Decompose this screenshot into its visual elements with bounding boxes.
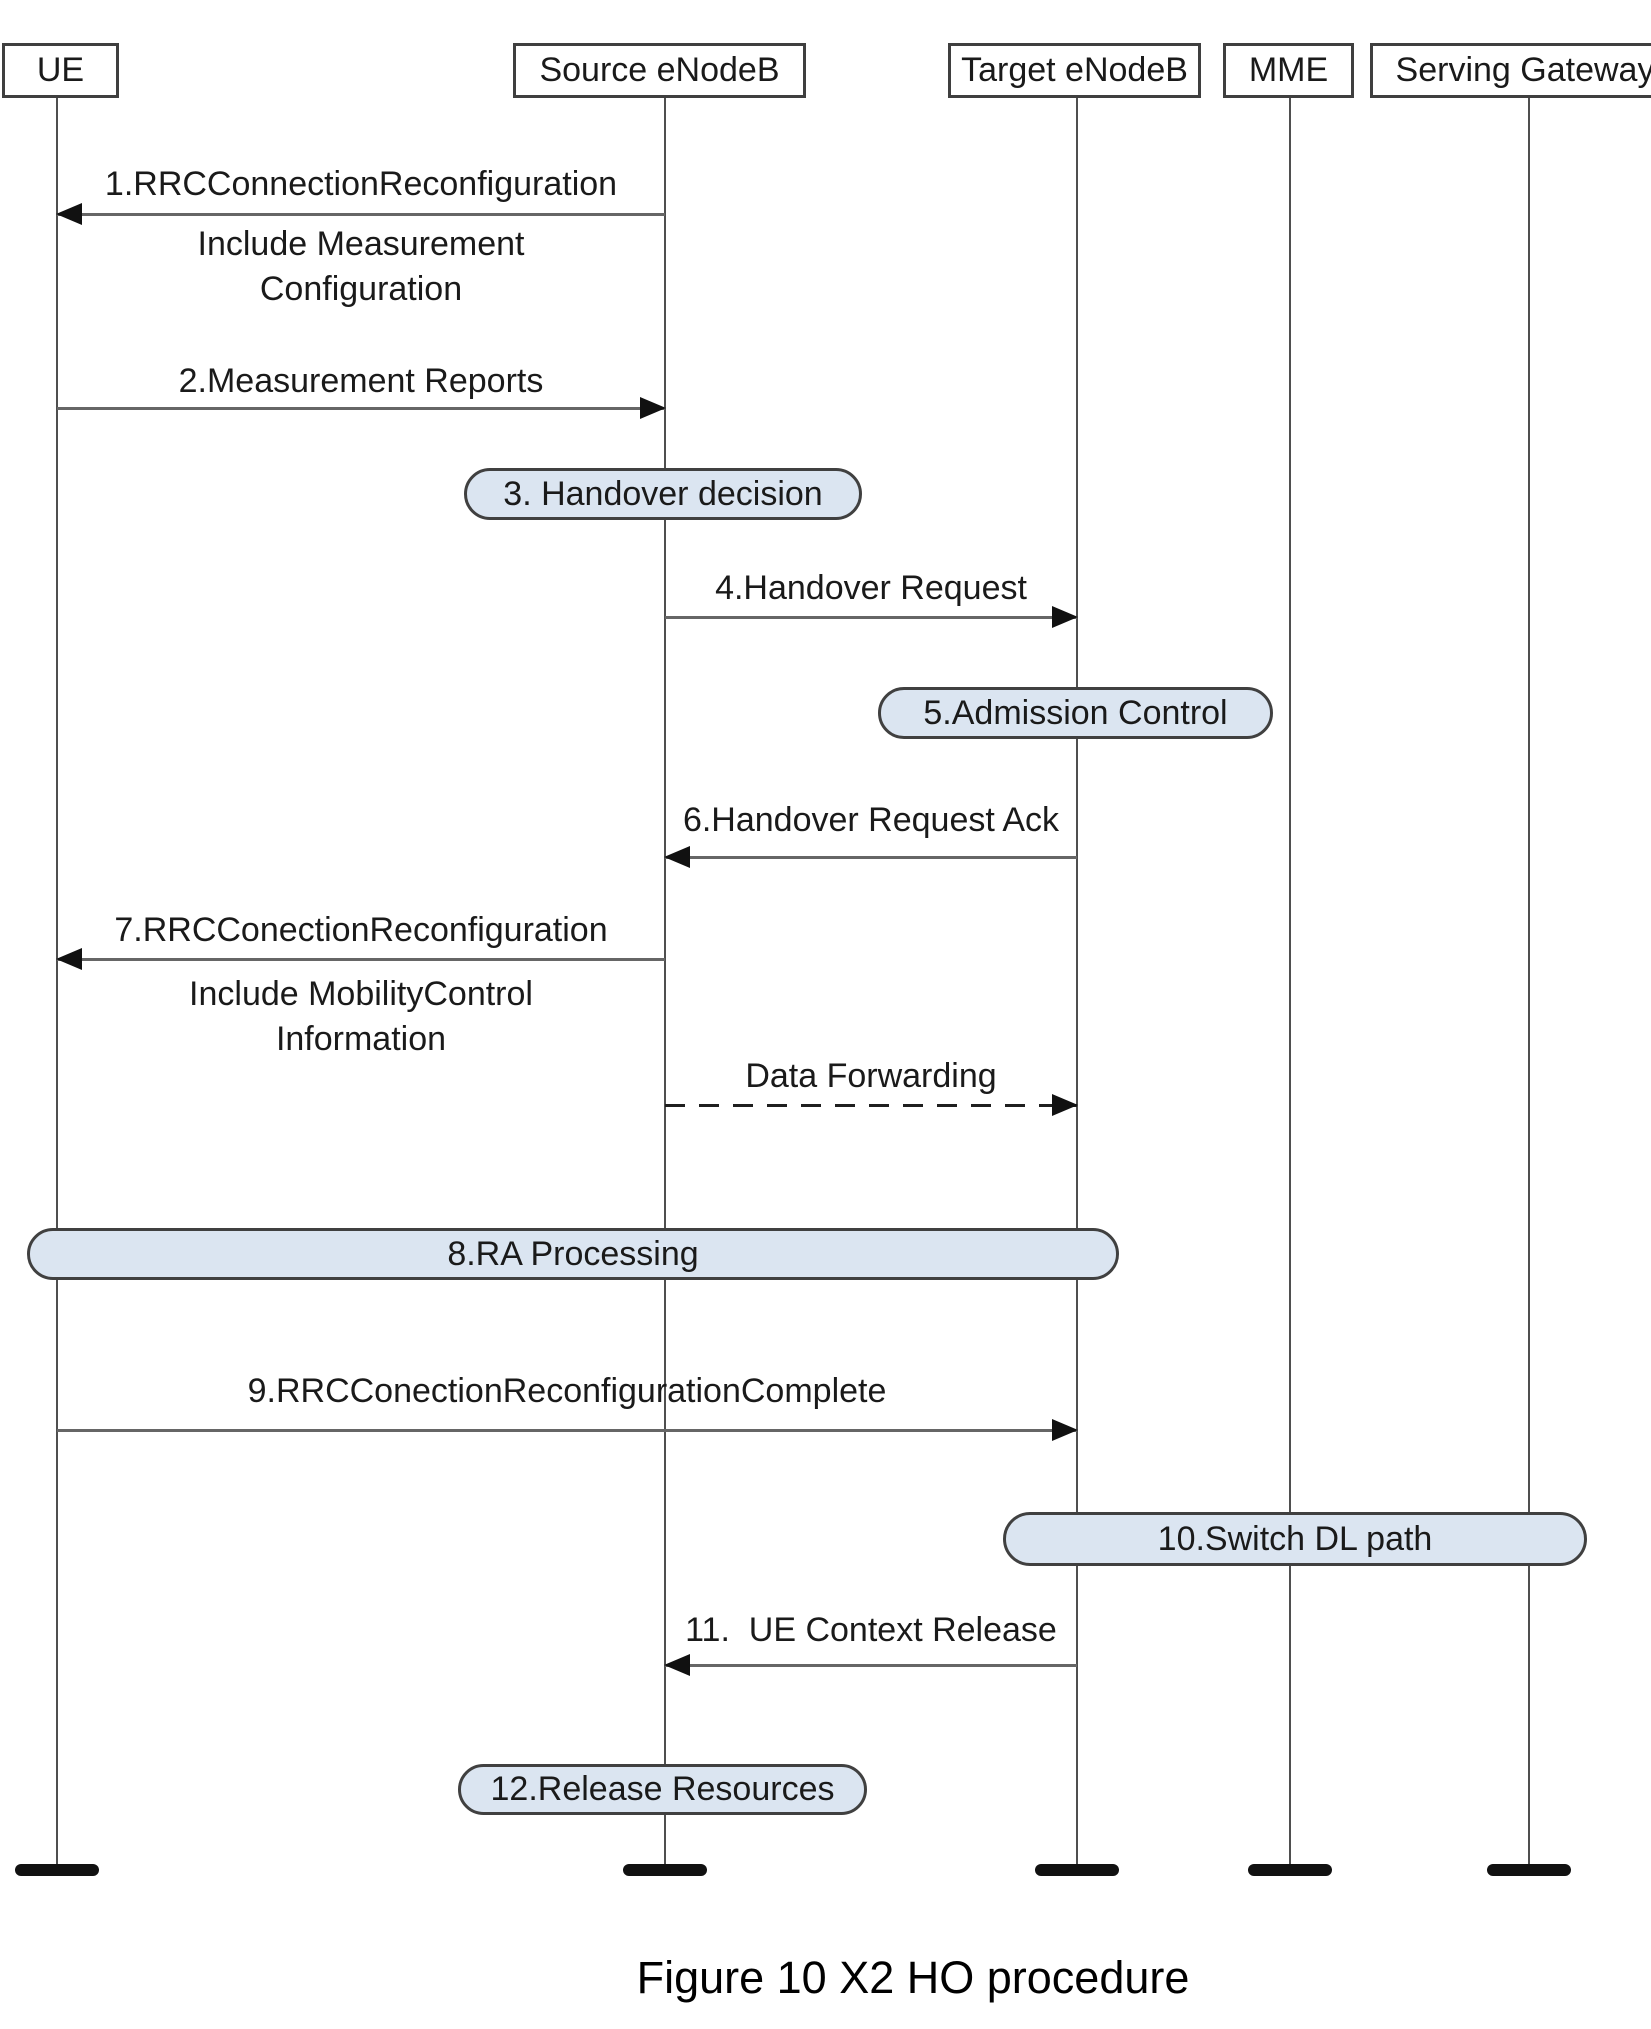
target-enodeb-lifeline (1076, 96, 1078, 1871)
message-arrow-6 (664, 846, 1077, 868)
message-arrow-7 (56, 948, 665, 970)
message-label-4: 4.Handover Request (715, 569, 1027, 607)
message-line (57, 407, 665, 410)
message-line (57, 213, 665, 216)
message-label-6: 6.Handover Request Ack (682, 801, 1060, 839)
arrowhead-right-icon (1052, 1094, 1078, 1116)
action-pill-switch-dl-path: 10.Switch DL path (1003, 1512, 1587, 1566)
message-label-1: 1.RRCConnectionReconfiguration (104, 165, 618, 203)
mme-lifeline (1289, 96, 1291, 1871)
message-note-1: Include Measurement Configuration (197, 225, 525, 308)
serving-gateway-end-bar (1487, 1864, 1571, 1876)
actor-box-source-enodeb: Source eNodeB (513, 43, 806, 98)
figure-caption: Figure 10 X2 HO procedure (636, 1952, 1190, 2003)
message-line (57, 958, 665, 961)
source-enodeb-end-bar (623, 1864, 707, 1876)
message-arrow-4 (665, 606, 1078, 628)
actor-box-target-enodeb: Target eNodeB (948, 43, 1201, 98)
message-label-2: 2.Measurement Reports (178, 362, 544, 400)
message-label-9: 9.RRCConectionReconfigurationComplete (247, 1372, 887, 1410)
serving-gateway-lifeline (1528, 96, 1530, 1871)
message-label-data-forwarding: Data Forwarding (745, 1057, 997, 1095)
message-label-11: 11. UE Context Release (685, 1611, 1057, 1649)
message-line (665, 856, 1077, 859)
ue-lifeline (56, 96, 58, 1871)
action-pill-ra-processing: 8.RA Processing (27, 1228, 1119, 1280)
arrowhead-right-icon (1052, 606, 1078, 628)
action-pill-handover-decision: 3. Handover decision (464, 468, 862, 520)
message-line (57, 1429, 1077, 1432)
arrowhead-left-icon (56, 203, 82, 225)
ue-end-bar (15, 1864, 99, 1876)
action-pill-release-resources: 12.Release Resources (458, 1764, 867, 1815)
arrowhead-left-icon (664, 1654, 690, 1676)
mme-end-bar (1248, 1864, 1332, 1876)
message-arrow-9 (57, 1419, 1078, 1441)
actor-box-serving-gateway: Serving Gateway (1370, 43, 1651, 98)
arrowhead-right-icon (1052, 1419, 1078, 1441)
message-arrow-2 (57, 397, 666, 419)
message-arrow-1 (56, 203, 665, 225)
message-label-7: 7.RRCConectionReconfiguration (114, 911, 608, 949)
arrowhead-left-icon (664, 846, 690, 868)
actor-box-ue: UE (2, 43, 119, 98)
actor-box-mme: MME (1223, 43, 1354, 98)
arrowhead-left-icon (56, 948, 82, 970)
action-pill-admission-control: 5.Admission Control (878, 687, 1273, 739)
message-arrow-11 (664, 1654, 1077, 1676)
message-line (665, 1664, 1077, 1667)
source-enodeb-lifeline (664, 96, 666, 1871)
message-line-dashed (665, 1104, 1077, 1107)
message-line (665, 616, 1077, 619)
message-arrow-data-forwarding (665, 1094, 1078, 1116)
target-enodeb-end-bar (1035, 1864, 1119, 1876)
arrowhead-right-icon (640, 397, 666, 419)
message-note-7: Include MobilityControl Information (189, 975, 533, 1058)
